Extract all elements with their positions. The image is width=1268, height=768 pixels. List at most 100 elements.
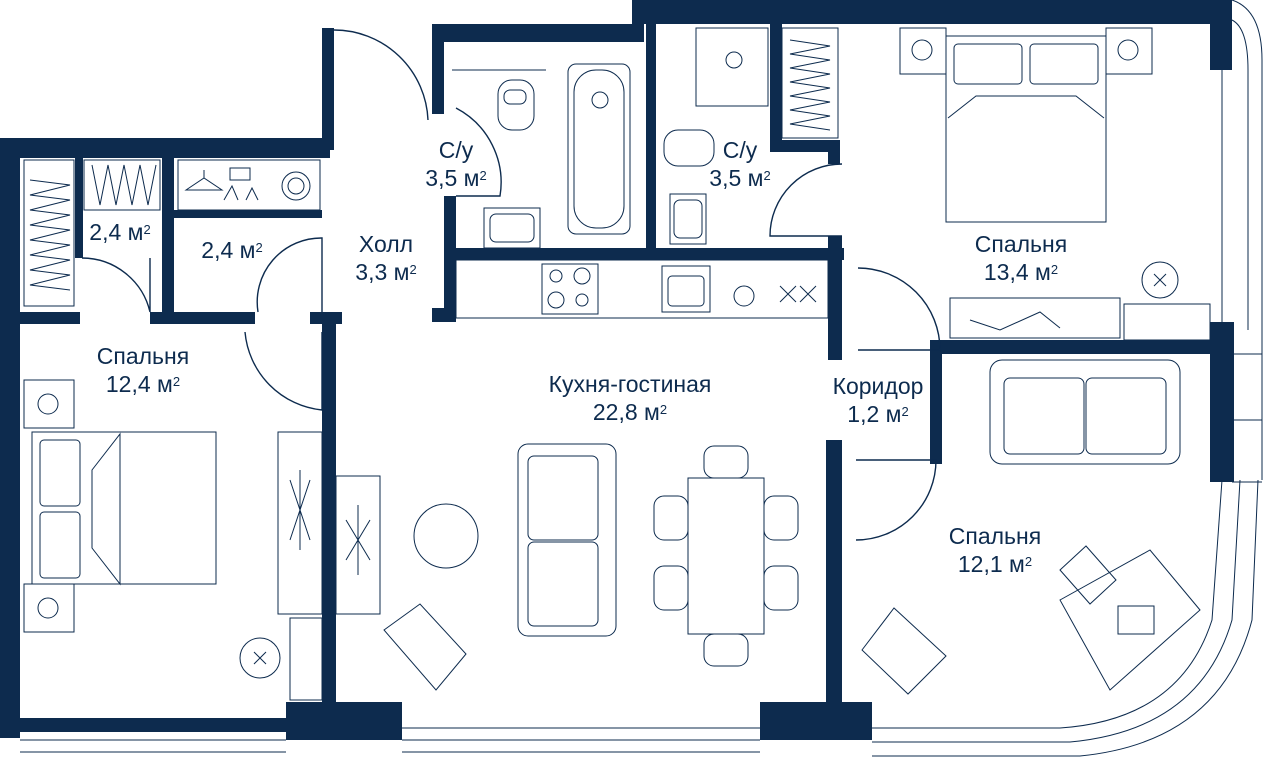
bedroom-bottom-right-furniture	[861, 359, 1201, 695]
windows	[20, 0, 1263, 757]
area-unit: м	[463, 165, 480, 191]
nightstand	[1105, 27, 1153, 75]
pillow	[39, 439, 81, 507]
wall-left-exterior	[0, 138, 20, 738]
wall-hall-left	[322, 28, 334, 150]
room-label-kitchen-living: Кухня-гостиная 22,8 м2	[500, 370, 760, 426]
toilet-2-icon	[663, 129, 715, 167]
desk	[1059, 549, 1201, 691]
window-right-mullions	[1232, 353, 1262, 483]
area-unit-power: 2	[479, 168, 487, 183]
room-label-bathroom-2: С/у 3,5 м2	[690, 136, 790, 192]
chair	[653, 565, 689, 611]
sink-2-icon	[669, 193, 707, 245]
room-area: 22,8	[592, 399, 638, 425]
room-label-bedroom-right-bottom: Спальня 12,1 м2	[920, 522, 1070, 578]
room-area: 3,5	[425, 165, 458, 191]
kitchen-counter	[455, 259, 829, 319]
door-bathroom-2-bedroom	[769, 163, 843, 237]
nightstand-bottom	[23, 583, 75, 633]
wall-bath2-lower	[828, 236, 842, 360]
room-label-bedroom-left: Спальня 12,4 м2	[68, 342, 218, 398]
area-unit-power: 2	[1024, 554, 1033, 569]
room-name: С/у	[722, 137, 758, 163]
wall-bath-divider	[646, 24, 656, 250]
room-name: Спальня	[974, 231, 1068, 257]
wall-wardrobe-bottom-b	[150, 312, 255, 324]
wall-right-top	[1210, 0, 1232, 70]
room-label-corridor: Коридор 1,2 м2	[806, 372, 950, 428]
wall-wardrobe-right	[162, 158, 174, 323]
bed-left	[31, 431, 217, 585]
room-name: Спальня	[96, 343, 190, 369]
area-unit: м	[1035, 259, 1051, 285]
room-area: 3,5	[709, 165, 742, 191]
washing-machine-icon	[281, 171, 311, 201]
wall-bath2-right	[770, 24, 782, 148]
floor-lamp-icon	[239, 637, 281, 679]
bed-right	[945, 35, 1107, 223]
bedroom-top-right-furniture	[781, 27, 1211, 341]
sofa-bed	[989, 359, 1181, 465]
door-bathroom-1	[455, 107, 502, 197]
window-bottom-left	[20, 727, 286, 753]
area-unit: м	[747, 165, 764, 191]
chair	[763, 495, 799, 541]
desk-chair	[1059, 545, 1117, 605]
radiator	[1123, 303, 1211, 341]
door-wardrobe-1	[81, 257, 151, 313]
area-unit: м	[127, 219, 144, 245]
wall-top-bath	[432, 24, 642, 42]
window-right-outer	[1231, 0, 1263, 480]
chair	[653, 495, 689, 541]
wardrobe-left-bedroom	[277, 431, 323, 615]
wall-bath2-bottom	[770, 140, 840, 152]
door-bedroom-right	[855, 459, 937, 541]
door-bedroom-left	[244, 331, 323, 411]
area-unit-power: 2	[659, 402, 668, 417]
room-area: 1,2	[847, 401, 880, 427]
box-icon	[229, 167, 251, 181]
room-label-bathroom-1: С/у 3,5 м2	[406, 136, 506, 192]
area-unit-power: 2	[1050, 262, 1059, 277]
doors	[81, 29, 941, 541]
lamp-icon	[1141, 261, 1179, 299]
room-name: Коридор	[832, 373, 924, 399]
door-wardrobe-2	[256, 237, 323, 313]
wall-wardrobe-divider	[75, 158, 83, 258]
wall-top-step	[632, 0, 644, 42]
area-unit-power: 2	[901, 404, 909, 419]
room-area: 12,1	[957, 551, 1003, 577]
room-area: 2,4	[89, 219, 122, 245]
wall-kitchen-stub	[432, 308, 456, 322]
laptop-icon	[1117, 605, 1155, 635]
chair	[703, 445, 749, 479]
window-bottom-right-mid	[872, 479, 1241, 743]
room-label-wardrobe-1: 2,4 м2	[72, 218, 168, 246]
column-bottom-right	[760, 702, 872, 740]
door-entrance	[333, 29, 429, 121]
dining-table	[687, 477, 765, 635]
wardrobe-right	[781, 27, 839, 139]
radiator	[289, 617, 323, 701]
room-name: С/у	[438, 137, 474, 163]
hanger-icon	[184, 170, 224, 191]
toilet-icon	[497, 79, 535, 131]
wall-corridor-right	[930, 340, 942, 464]
bathroom-2-fixtures	[663, 27, 769, 245]
room-area: 3,3	[355, 259, 388, 285]
area-unit: м	[1009, 551, 1025, 577]
walls	[0, 0, 1234, 740]
room-label-bedroom-right-top: Спальня 13,4 м2	[946, 230, 1096, 286]
wardrobe-left	[23, 159, 161, 307]
pillow	[39, 511, 81, 579]
wall-bath2-corner	[828, 140, 840, 164]
wall-bath1-left-top	[432, 24, 444, 114]
closet-middle	[177, 159, 321, 211]
area-unit: м	[885, 401, 902, 427]
area-unit-power: 2	[409, 262, 417, 277]
fridge-icon	[779, 285, 817, 303]
dresser	[949, 297, 1121, 339]
column-bottom-left	[286, 702, 402, 740]
